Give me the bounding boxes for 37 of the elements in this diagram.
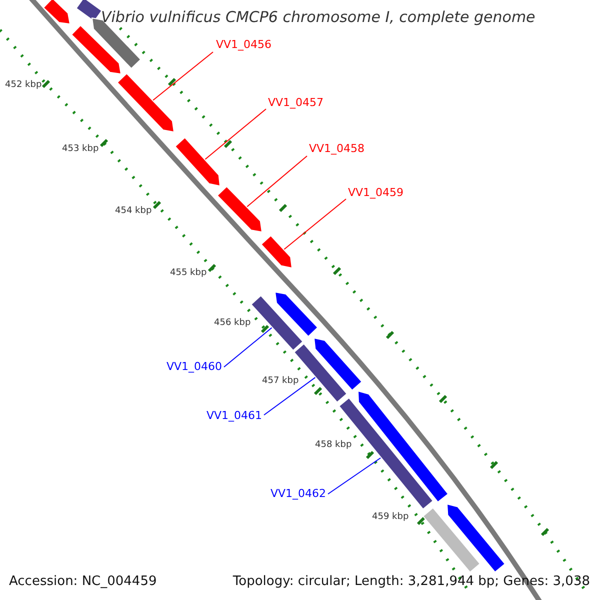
gene-label: VV1_0461 <box>206 409 262 422</box>
gene-block <box>313 337 362 391</box>
gene-label: VV1_0457 <box>268 96 324 109</box>
scale-label: 459 kbp <box>372 512 409 522</box>
gene-label: VV1_0460 <box>166 360 222 373</box>
gene-block <box>216 186 263 233</box>
scale-label: 452 kbp <box>5 80 42 90</box>
gene-label: VV1_0458 <box>309 142 365 155</box>
gene-block <box>357 390 449 503</box>
leader-line <box>204 108 266 160</box>
gene-bar <box>76 0 102 22</box>
leader-line <box>152 52 214 101</box>
leader-line <box>328 457 382 494</box>
accession-text: Accession: NC_004459 <box>9 574 157 589</box>
gene-block <box>70 24 122 75</box>
scale-label: 456 kbp <box>214 318 251 328</box>
leader-line <box>246 156 308 208</box>
gene-block <box>274 291 318 338</box>
gene-bar <box>422 507 481 573</box>
scale-label: 453 kbp <box>62 144 99 154</box>
gene-bar <box>250 294 304 352</box>
gene-label: VV1_0456 <box>216 38 272 51</box>
scale-label: 457 kbp <box>262 376 299 386</box>
gene-block <box>446 503 506 573</box>
gene-block <box>174 136 221 187</box>
leader-line <box>264 376 316 416</box>
scale-label: 454 kbp <box>115 206 152 216</box>
leader-line <box>283 198 346 250</box>
gene-block <box>116 72 175 133</box>
leader-line <box>224 326 273 368</box>
scale-label: 458 kbp <box>315 440 352 450</box>
gene-block <box>260 234 293 269</box>
gene-block <box>42 0 71 25</box>
scale-label: 455 kbp <box>170 268 207 278</box>
gene-label: VV1_0462 <box>270 487 326 500</box>
gene-label: VV1_0459 <box>348 186 404 199</box>
title: Vibrio vulnificus CMCP6 chromosome I, complete genome <box>101 8 536 26</box>
